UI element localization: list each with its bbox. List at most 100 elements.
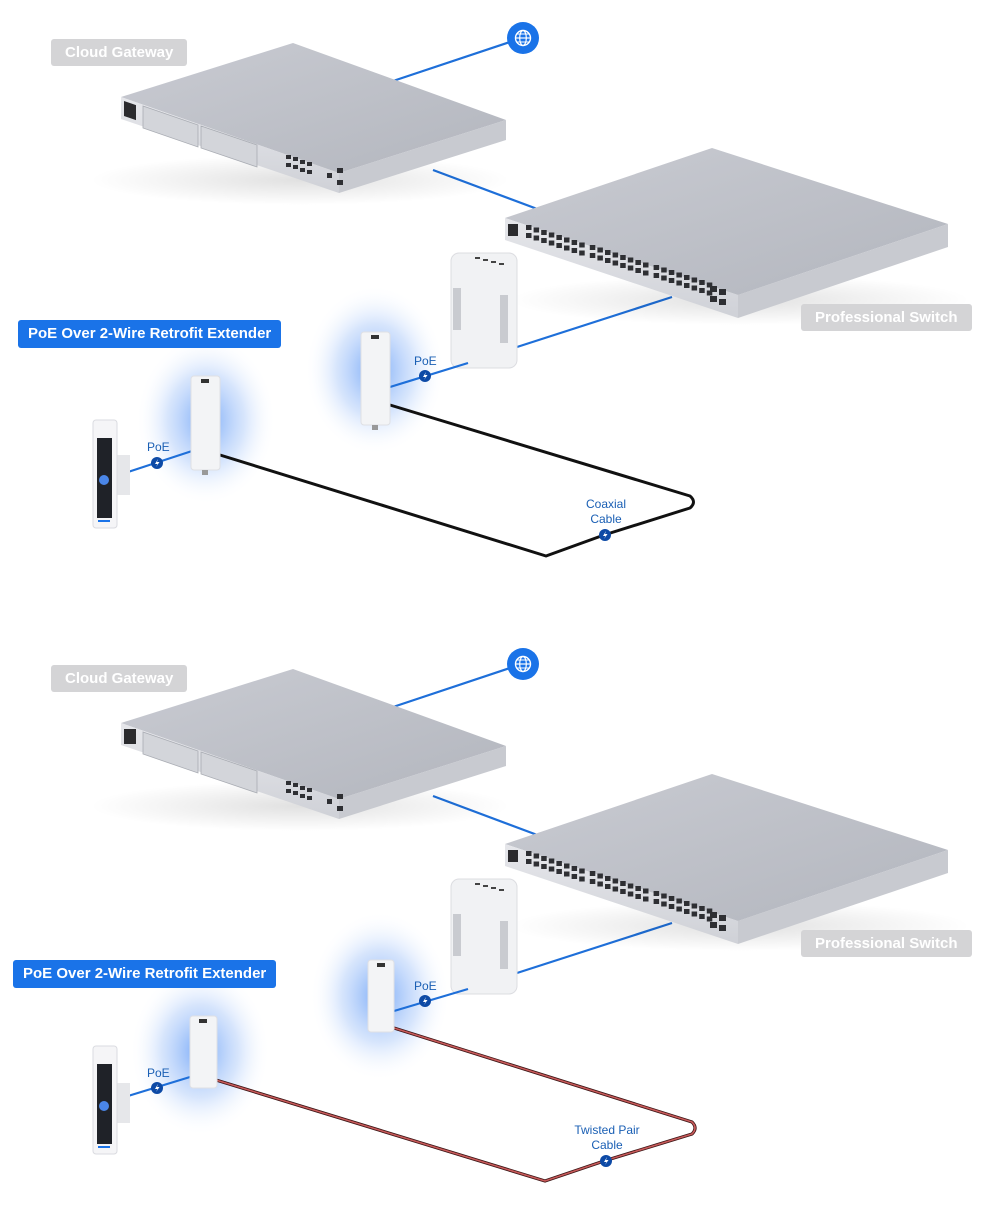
switch-port <box>699 288 705 293</box>
switch-port <box>635 260 641 265</box>
switch-port <box>691 285 698 291</box>
switch-port <box>564 871 570 877</box>
switch-port <box>597 881 603 887</box>
switch-port <box>661 275 667 281</box>
sfp-port <box>719 299 726 305</box>
intercom-device <box>92 419 130 529</box>
switch-port <box>541 864 547 869</box>
diagram-panel-twisted-pair: Cloud Gateway Professional Switch PoE Ov… <box>0 626 986 1226</box>
cable-type-label: Coaxial Cable <box>556 497 656 527</box>
extender-far-device <box>189 1015 218 1089</box>
switch-port <box>706 290 713 296</box>
switch-port <box>620 889 626 894</box>
cloud-gateway-device <box>121 669 506 819</box>
scene-coaxial <box>90 40 970 558</box>
switch-port <box>627 257 634 263</box>
switch-port <box>653 273 660 278</box>
switch-port <box>579 242 585 248</box>
switch-port <box>612 886 619 892</box>
sfp-port <box>710 286 717 292</box>
extender-far-device <box>190 375 221 475</box>
switch-port <box>571 874 578 879</box>
professional-switch-label: Professional Switch <box>801 304 972 331</box>
switch-port <box>676 906 682 912</box>
extender-label: PoE Over 2-Wire Retrofit Extender <box>18 320 282 348</box>
extender-near-device <box>367 959 395 1033</box>
sfp-port <box>719 925 726 931</box>
wall-hub-device <box>450 252 518 369</box>
switch-port <box>643 896 649 902</box>
switch-port <box>526 851 532 856</box>
poe-label-far: PoE <box>147 1066 170 1080</box>
switch-port <box>676 898 682 904</box>
switch-port <box>548 240 555 246</box>
switch-port <box>589 245 596 250</box>
cable-badge <box>600 1155 612 1167</box>
switch-port <box>668 278 675 283</box>
globe-icon <box>514 655 532 673</box>
switch-port <box>564 237 570 243</box>
switch-port <box>541 238 547 243</box>
switch-port <box>589 879 596 884</box>
switch-port <box>627 883 634 889</box>
poe-badge-near <box>419 370 431 382</box>
switch-port <box>691 277 698 283</box>
switch-port <box>699 906 705 911</box>
switch-port <box>691 911 698 917</box>
switch-port <box>533 227 540 233</box>
switch-port <box>684 909 690 914</box>
switch-port <box>684 283 690 288</box>
switch-port <box>643 262 649 268</box>
extender-near-device <box>360 331 391 430</box>
poe-badge-far <box>151 457 163 469</box>
link-hub-extender-near <box>393 987 469 1013</box>
switch-port <box>668 904 675 909</box>
switch-port <box>571 240 578 245</box>
globe-icon <box>514 29 532 47</box>
switch-port <box>548 232 555 238</box>
poe-badge-near <box>419 995 431 1007</box>
cable-type-line1: Coaxial <box>585 497 627 511</box>
switch-port <box>579 876 585 882</box>
sfp-port <box>710 912 717 918</box>
switch-port <box>635 894 641 899</box>
sfp-port <box>719 289 726 295</box>
switch-port <box>668 270 675 275</box>
switch-port <box>579 868 585 874</box>
switch-port <box>699 914 705 919</box>
switch-port <box>635 886 641 891</box>
switch-port <box>571 248 578 253</box>
cloud-gateway-label: Cloud Gateway <box>51 665 188 692</box>
switch-port <box>556 861 562 866</box>
wall-hub-device <box>450 878 518 995</box>
internet-globe-button[interactable] <box>507 648 539 680</box>
switch-port <box>643 270 649 276</box>
internet-globe-button[interactable] <box>507 22 539 54</box>
poe-label-far: PoE <box>147 440 170 454</box>
switch-port <box>589 253 596 258</box>
cloud-gateway-device <box>121 43 506 193</box>
poe-badge-far <box>151 1082 163 1094</box>
switch-ports <box>526 225 726 305</box>
switch-port <box>620 881 626 886</box>
switch-port <box>620 255 626 260</box>
diagram-panel-coaxial: Cloud Gateway Professional Switch PoE Ov… <box>0 0 986 600</box>
sfp-port <box>719 915 726 921</box>
switch-port <box>597 873 603 879</box>
switch-port <box>556 243 562 248</box>
switch-port <box>612 252 619 258</box>
coaxial-cable <box>219 403 695 558</box>
switch-ports <box>526 851 726 931</box>
switch-port <box>612 878 619 884</box>
switch-port <box>533 853 540 859</box>
switch-port <box>526 225 532 230</box>
poe-label-near: PoE <box>414 979 437 993</box>
switch-port <box>706 916 713 922</box>
switch-port <box>597 255 603 261</box>
switch-port <box>653 265 660 270</box>
switch-port <box>668 896 675 901</box>
switch-port <box>691 903 698 909</box>
cloud-gateway-label: Cloud Gateway <box>51 39 188 66</box>
switch-port <box>643 888 649 894</box>
cable-type-line1: Twisted Pair <box>574 1123 640 1137</box>
